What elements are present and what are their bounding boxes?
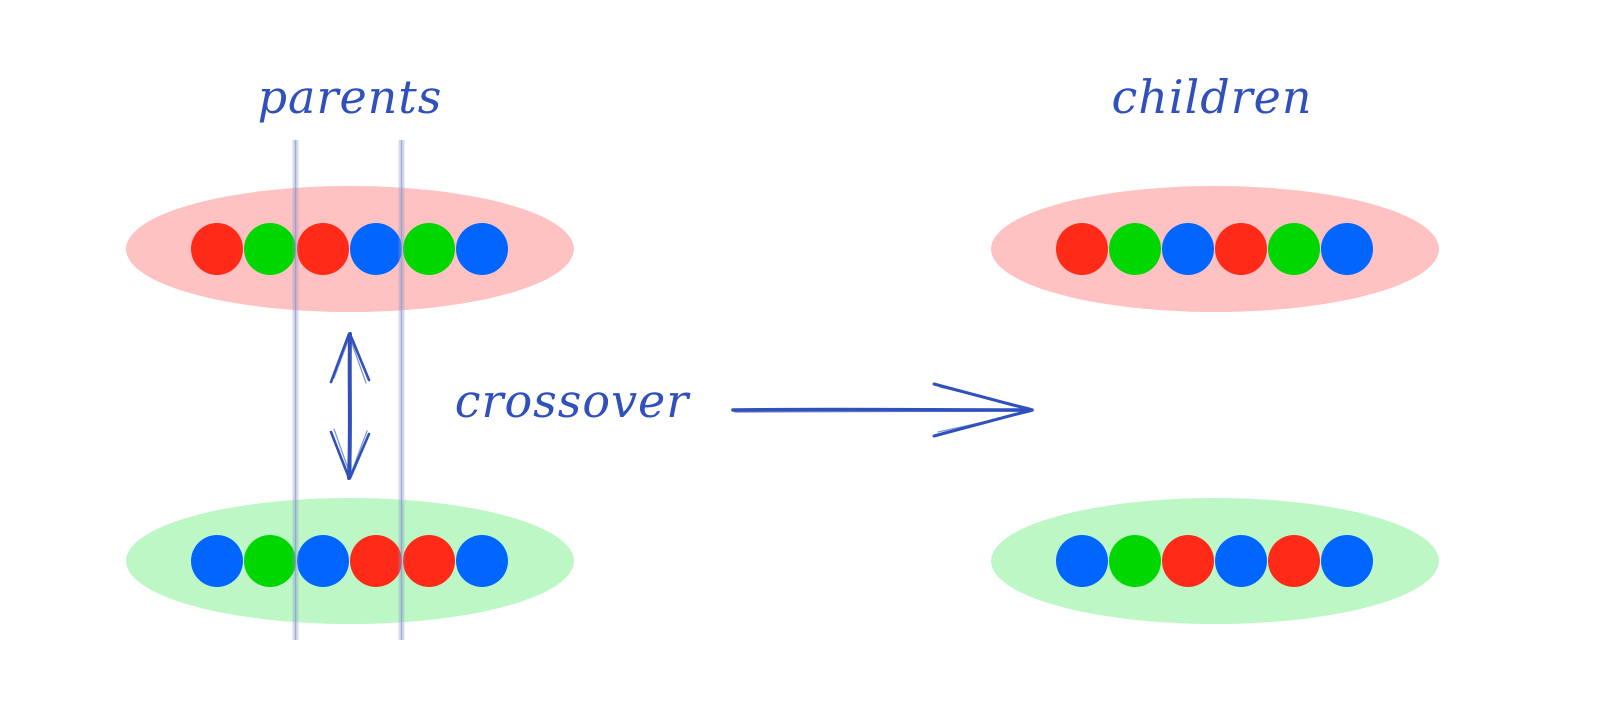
result-arrow-icon: [731, 382, 1034, 438]
swap-double-arrow-icon: [329, 332, 371, 480]
child-chromosome-1: [991, 186, 1439, 312]
gene-red: [191, 223, 243, 275]
parent-chromosome-1: [126, 186, 574, 312]
gene-blue: [191, 535, 243, 587]
gene-red: [403, 535, 455, 587]
gene-green: [403, 223, 455, 275]
gene-blue: [1162, 223, 1214, 275]
gene-red: [1162, 535, 1214, 587]
gene-blue: [456, 223, 508, 275]
gene-red: [1056, 223, 1108, 275]
gene-green: [1109, 223, 1161, 275]
crossover-label: crossover: [455, 374, 692, 428]
child-chromosome-2: [991, 498, 1439, 624]
crossover-cut-lines: [292, 140, 405, 640]
gene-blue: [350, 223, 402, 275]
gene-green: [244, 535, 296, 587]
gene-blue: [1056, 535, 1108, 587]
gene-red: [350, 535, 402, 587]
parent-chromosome-2: [126, 498, 574, 624]
gene-red: [1215, 223, 1267, 275]
parents-label: parents: [258, 70, 443, 124]
gene-green: [244, 223, 296, 275]
gene-blue: [1321, 223, 1373, 275]
children-label: children: [1111, 70, 1312, 124]
gene-green: [1268, 223, 1320, 275]
gene-red: [1268, 535, 1320, 587]
gene-blue: [1321, 535, 1373, 587]
gene-blue: [297, 535, 349, 587]
gene-blue: [1215, 535, 1267, 587]
gene-red: [297, 223, 349, 275]
gene-blue: [456, 535, 508, 587]
gene-green: [1109, 535, 1161, 587]
